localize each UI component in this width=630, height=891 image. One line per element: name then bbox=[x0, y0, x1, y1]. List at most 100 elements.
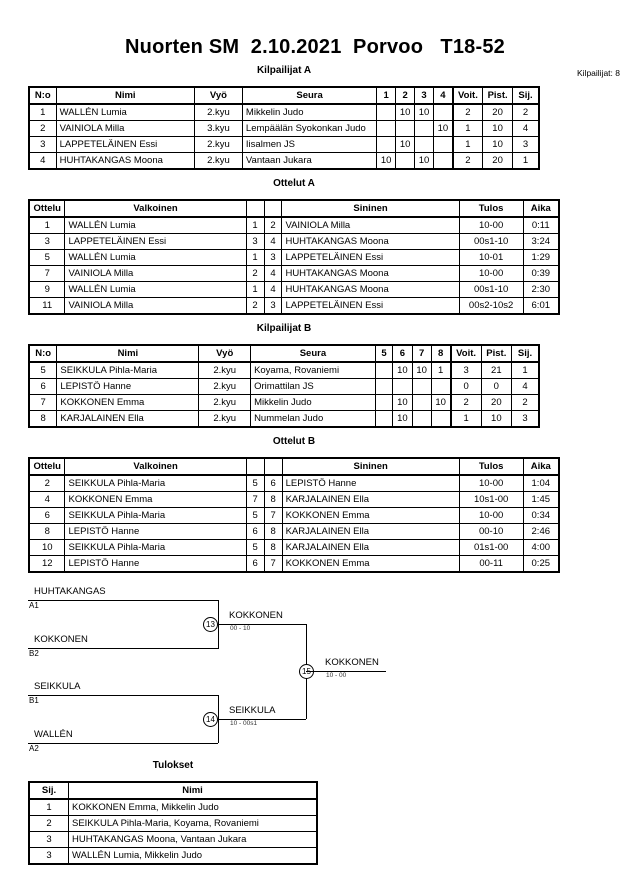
competitor-number: 8 bbox=[28, 410, 58, 428]
result-name: KOKKONEN Emma, Mikkelin Judo bbox=[68, 798, 318, 816]
bracket-entry-seed: B2 bbox=[29, 649, 39, 658]
competitor-club: Vantaan Jukara bbox=[241, 152, 378, 170]
match-number: 7 bbox=[28, 265, 66, 282]
competitor-number: 5 bbox=[28, 361, 58, 379]
white-competitor: WALLÉN Lumia bbox=[64, 249, 247, 266]
match-number: 1 bbox=[28, 216, 66, 234]
match-score bbox=[395, 120, 416, 137]
bracket-line bbox=[218, 719, 306, 720]
competitor-belt: 2.kyu bbox=[193, 136, 243, 153]
blue-competitor: KARJALAINEN Ella bbox=[281, 491, 460, 508]
column-header: Sij. bbox=[512, 86, 540, 105]
caption-pool-a: Kilpailijat A bbox=[256, 65, 312, 76]
column-header: N:o bbox=[28, 344, 58, 363]
column-header: Nimi bbox=[56, 344, 200, 363]
wins-value: 3 bbox=[449, 361, 482, 379]
bracket-final-score: 10 - 00 bbox=[326, 672, 347, 679]
blue-number: 4 bbox=[263, 281, 283, 298]
column-header: Aika bbox=[522, 199, 560, 218]
match-score: 10 bbox=[376, 152, 397, 170]
bracket-entry-seed: A2 bbox=[29, 744, 39, 753]
match-result: 00s1-10 bbox=[458, 233, 524, 250]
column-header: Aika bbox=[522, 457, 560, 476]
match-number: 4 bbox=[28, 491, 66, 508]
blue-number: 7 bbox=[263, 555, 283, 573]
bracket-line bbox=[28, 648, 218, 649]
points-value: 20 bbox=[482, 152, 514, 170]
match-score bbox=[376, 136, 397, 153]
column-header: N:o bbox=[28, 86, 57, 105]
competitor-club: Lempäälän Syokonkan Judo bbox=[241, 120, 378, 137]
column-header: Sij. bbox=[511, 344, 540, 363]
white-competitor: LAPPETELÄINEN Essi bbox=[64, 233, 247, 250]
rank-value: 4 bbox=[512, 120, 540, 137]
result-rank: 3 bbox=[28, 847, 69, 865]
bracket-line bbox=[28, 695, 218, 696]
match-score bbox=[411, 378, 432, 395]
white-competitor: VAINIOLA Milla bbox=[64, 265, 247, 282]
blue-number: 4 bbox=[263, 265, 283, 282]
result-name: HUHTAKANGAS Moona, Vantaan Jukara bbox=[68, 831, 318, 848]
match-score bbox=[374, 378, 394, 395]
match-score bbox=[433, 103, 454, 121]
match-result: 10-01 bbox=[458, 249, 524, 266]
column-header bbox=[245, 199, 265, 218]
match-score: 10 bbox=[392, 361, 413, 379]
match-score: 10 bbox=[433, 120, 454, 137]
result-name: WALLÉN Lumia, Mikkelin Judo bbox=[68, 847, 318, 865]
match-score: 10 bbox=[430, 394, 452, 411]
blue-number: 3 bbox=[263, 297, 283, 315]
match-result: 00-11 bbox=[458, 555, 524, 573]
white-number: 3 bbox=[245, 233, 265, 250]
blue-competitor: KOKKONEN Emma bbox=[281, 555, 460, 573]
match-time: 3:24 bbox=[522, 233, 560, 250]
match-result: 10-00 bbox=[458, 507, 524, 524]
match-score bbox=[376, 103, 397, 121]
competitor-number: 7 bbox=[28, 394, 58, 411]
match-number: 9 bbox=[28, 281, 66, 298]
match-time: 2:30 bbox=[522, 281, 560, 298]
points-value: 10 bbox=[482, 120, 514, 137]
column-header: 6 bbox=[392, 344, 413, 363]
wins-value: 1 bbox=[449, 410, 482, 428]
match-score: 10 bbox=[392, 394, 413, 411]
match-score bbox=[414, 120, 435, 137]
match-score bbox=[376, 120, 397, 137]
column-header: 4 bbox=[433, 86, 454, 105]
blue-number: 6 bbox=[263, 474, 283, 492]
result-name: SEIKKULA Pihla-Maria, Koyama, Rovaniemi bbox=[68, 815, 318, 832]
match-score bbox=[414, 136, 435, 153]
match-result: 00s2-10s2 bbox=[458, 297, 524, 315]
match-score bbox=[374, 410, 394, 428]
white-number: 2 bbox=[245, 265, 265, 282]
column-header: Pist. bbox=[480, 344, 513, 363]
bracket-line bbox=[306, 671, 386, 672]
competitor-number: 4 bbox=[28, 152, 57, 170]
column-header: Voit. bbox=[451, 86, 484, 105]
blue-number: 8 bbox=[263, 539, 283, 556]
points-value: 20 bbox=[482, 103, 514, 121]
column-header bbox=[245, 457, 265, 476]
bracket-entry-seed: B1 bbox=[29, 696, 39, 705]
match-score bbox=[395, 152, 416, 170]
bracket-entry-seed: A1 bbox=[29, 601, 39, 610]
rank-value: 1 bbox=[512, 152, 540, 170]
caption-results: Tulokset bbox=[152, 760, 194, 771]
column-header: Valkoinen bbox=[64, 457, 247, 476]
bracket-semifinal-winner: SEIKKULA bbox=[229, 705, 276, 716]
points-value: 0 bbox=[480, 378, 513, 395]
blue-competitor: KARJALAINEN Ella bbox=[281, 539, 460, 556]
match-number: 3 bbox=[28, 233, 66, 250]
match-score: 10 bbox=[411, 361, 432, 379]
